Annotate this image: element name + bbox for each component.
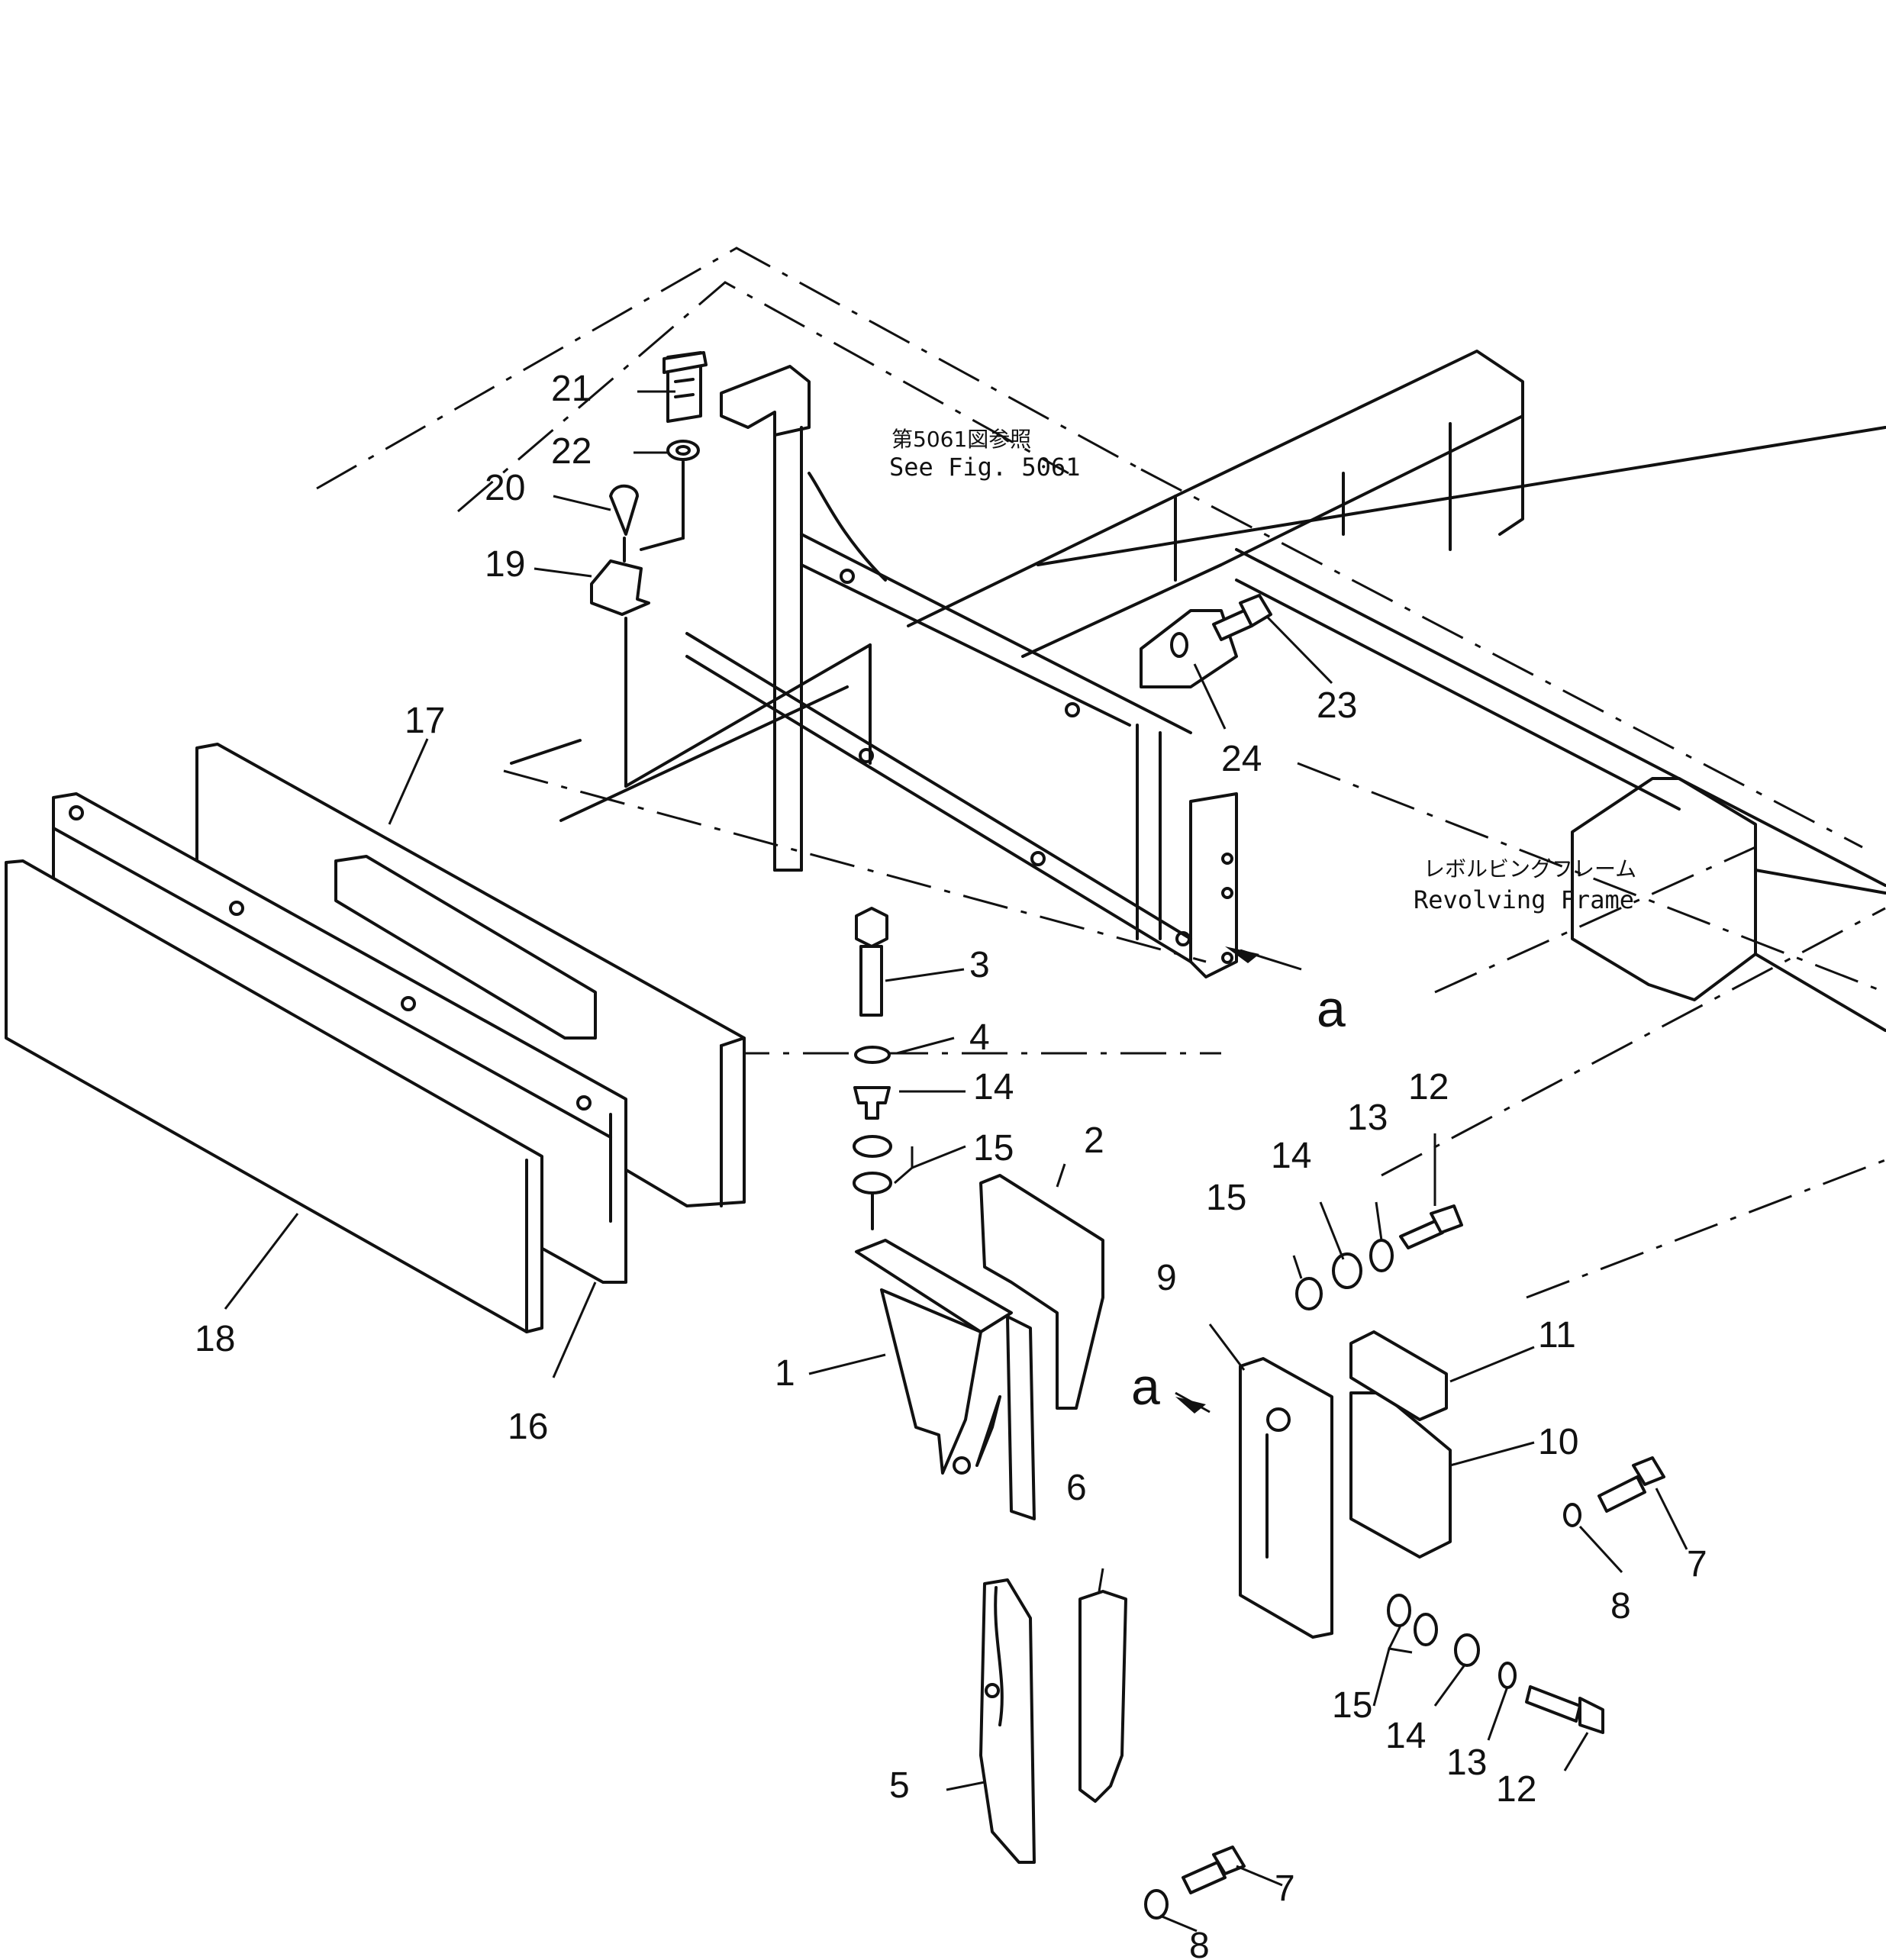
fasteners-3-4-14-15: [853, 907, 892, 1230]
callout-14-upper: 14: [1271, 1136, 1311, 1176]
view-arrows: [1175, 946, 1259, 1414]
callout-20: 20: [485, 468, 525, 508]
callout-8-upper: 8: [1610, 1586, 1631, 1626]
callout-2: 2: [1084, 1120, 1104, 1161]
callout-12-upper: 12: [1408, 1067, 1449, 1107]
callout-23: 23: [1317, 685, 1357, 726]
callout-19: 19: [485, 544, 525, 585]
revolving-frame-jp: レボルビングフレーム: [1423, 856, 1636, 882]
callouts: 1 2 3 4 5 6 7 7 8 8 9 10 11 12 12 13 13 …: [195, 369, 1707, 1960]
callout-18: 18: [195, 1319, 235, 1359]
view-marker-a-2: a: [1131, 1358, 1160, 1416]
callout-24: 24: [1221, 739, 1262, 779]
callout-7-lower: 7: [1275, 1868, 1295, 1909]
callout-6: 6: [1066, 1468, 1087, 1508]
callout-15-centre: 15: [973, 1128, 1014, 1169]
fasteners-12-15-upper: [1295, 1204, 1463, 1310]
fasteners-7-8: [1144, 1456, 1665, 1920]
fasteners-23-24: [1170, 594, 1272, 658]
bracket-2: [979, 1174, 1104, 1410]
block-11: [1349, 1330, 1448, 1421]
mounting-bracket-assembly: [510, 365, 1238, 978]
panel-18: [5, 859, 543, 1333]
fasteners-19-22: [590, 351, 708, 616]
part-5: [979, 1578, 1036, 1864]
callout-10: 10: [1538, 1422, 1578, 1462]
callout-9: 9: [1156, 1258, 1177, 1298]
revolving-frame-en: Revolving Frame: [1414, 885, 1634, 914]
callout-8-lower: 8: [1189, 1926, 1210, 1960]
callout-21: 21: [551, 369, 592, 409]
view-marker-a-1: a: [1317, 980, 1346, 1038]
callout-12-lower: 12: [1496, 1769, 1536, 1810]
callout-3: 3: [969, 945, 990, 985]
callout-17: 17: [405, 701, 445, 741]
block-10: [1349, 1391, 1452, 1559]
bracket-1: [855, 1239, 1036, 1520]
callout-15-upper: 15: [1206, 1178, 1246, 1218]
callout-7-upper: 7: [1687, 1544, 1707, 1584]
fig-ref-jp: 第5061図参照: [891, 427, 1031, 452]
part-6: [1078, 1590, 1127, 1803]
callout-14-lower: 14: [1385, 1716, 1426, 1756]
frame-beams: [907, 350, 1886, 1032]
callout-11: 11: [1538, 1315, 1576, 1356]
callout-14-centre: 14: [973, 1067, 1014, 1107]
fig-ref-en: See Fig. 5061: [889, 453, 1080, 482]
fasteners-12-15-lower: [1387, 1594, 1604, 1734]
callout-22: 22: [551, 431, 592, 472]
callout-16: 16: [508, 1407, 548, 1447]
callout-5: 5: [889, 1765, 910, 1806]
callout-4: 4: [969, 1017, 990, 1058]
leader-lines: [224, 390, 1688, 1933]
callout-13-lower: 13: [1446, 1742, 1487, 1783]
bracket-9: [1239, 1357, 1333, 1639]
callout-15-lower: 15: [1332, 1685, 1372, 1726]
callout-13-upper: 13: [1347, 1098, 1388, 1138]
callout-1: 1: [775, 1353, 795, 1394]
